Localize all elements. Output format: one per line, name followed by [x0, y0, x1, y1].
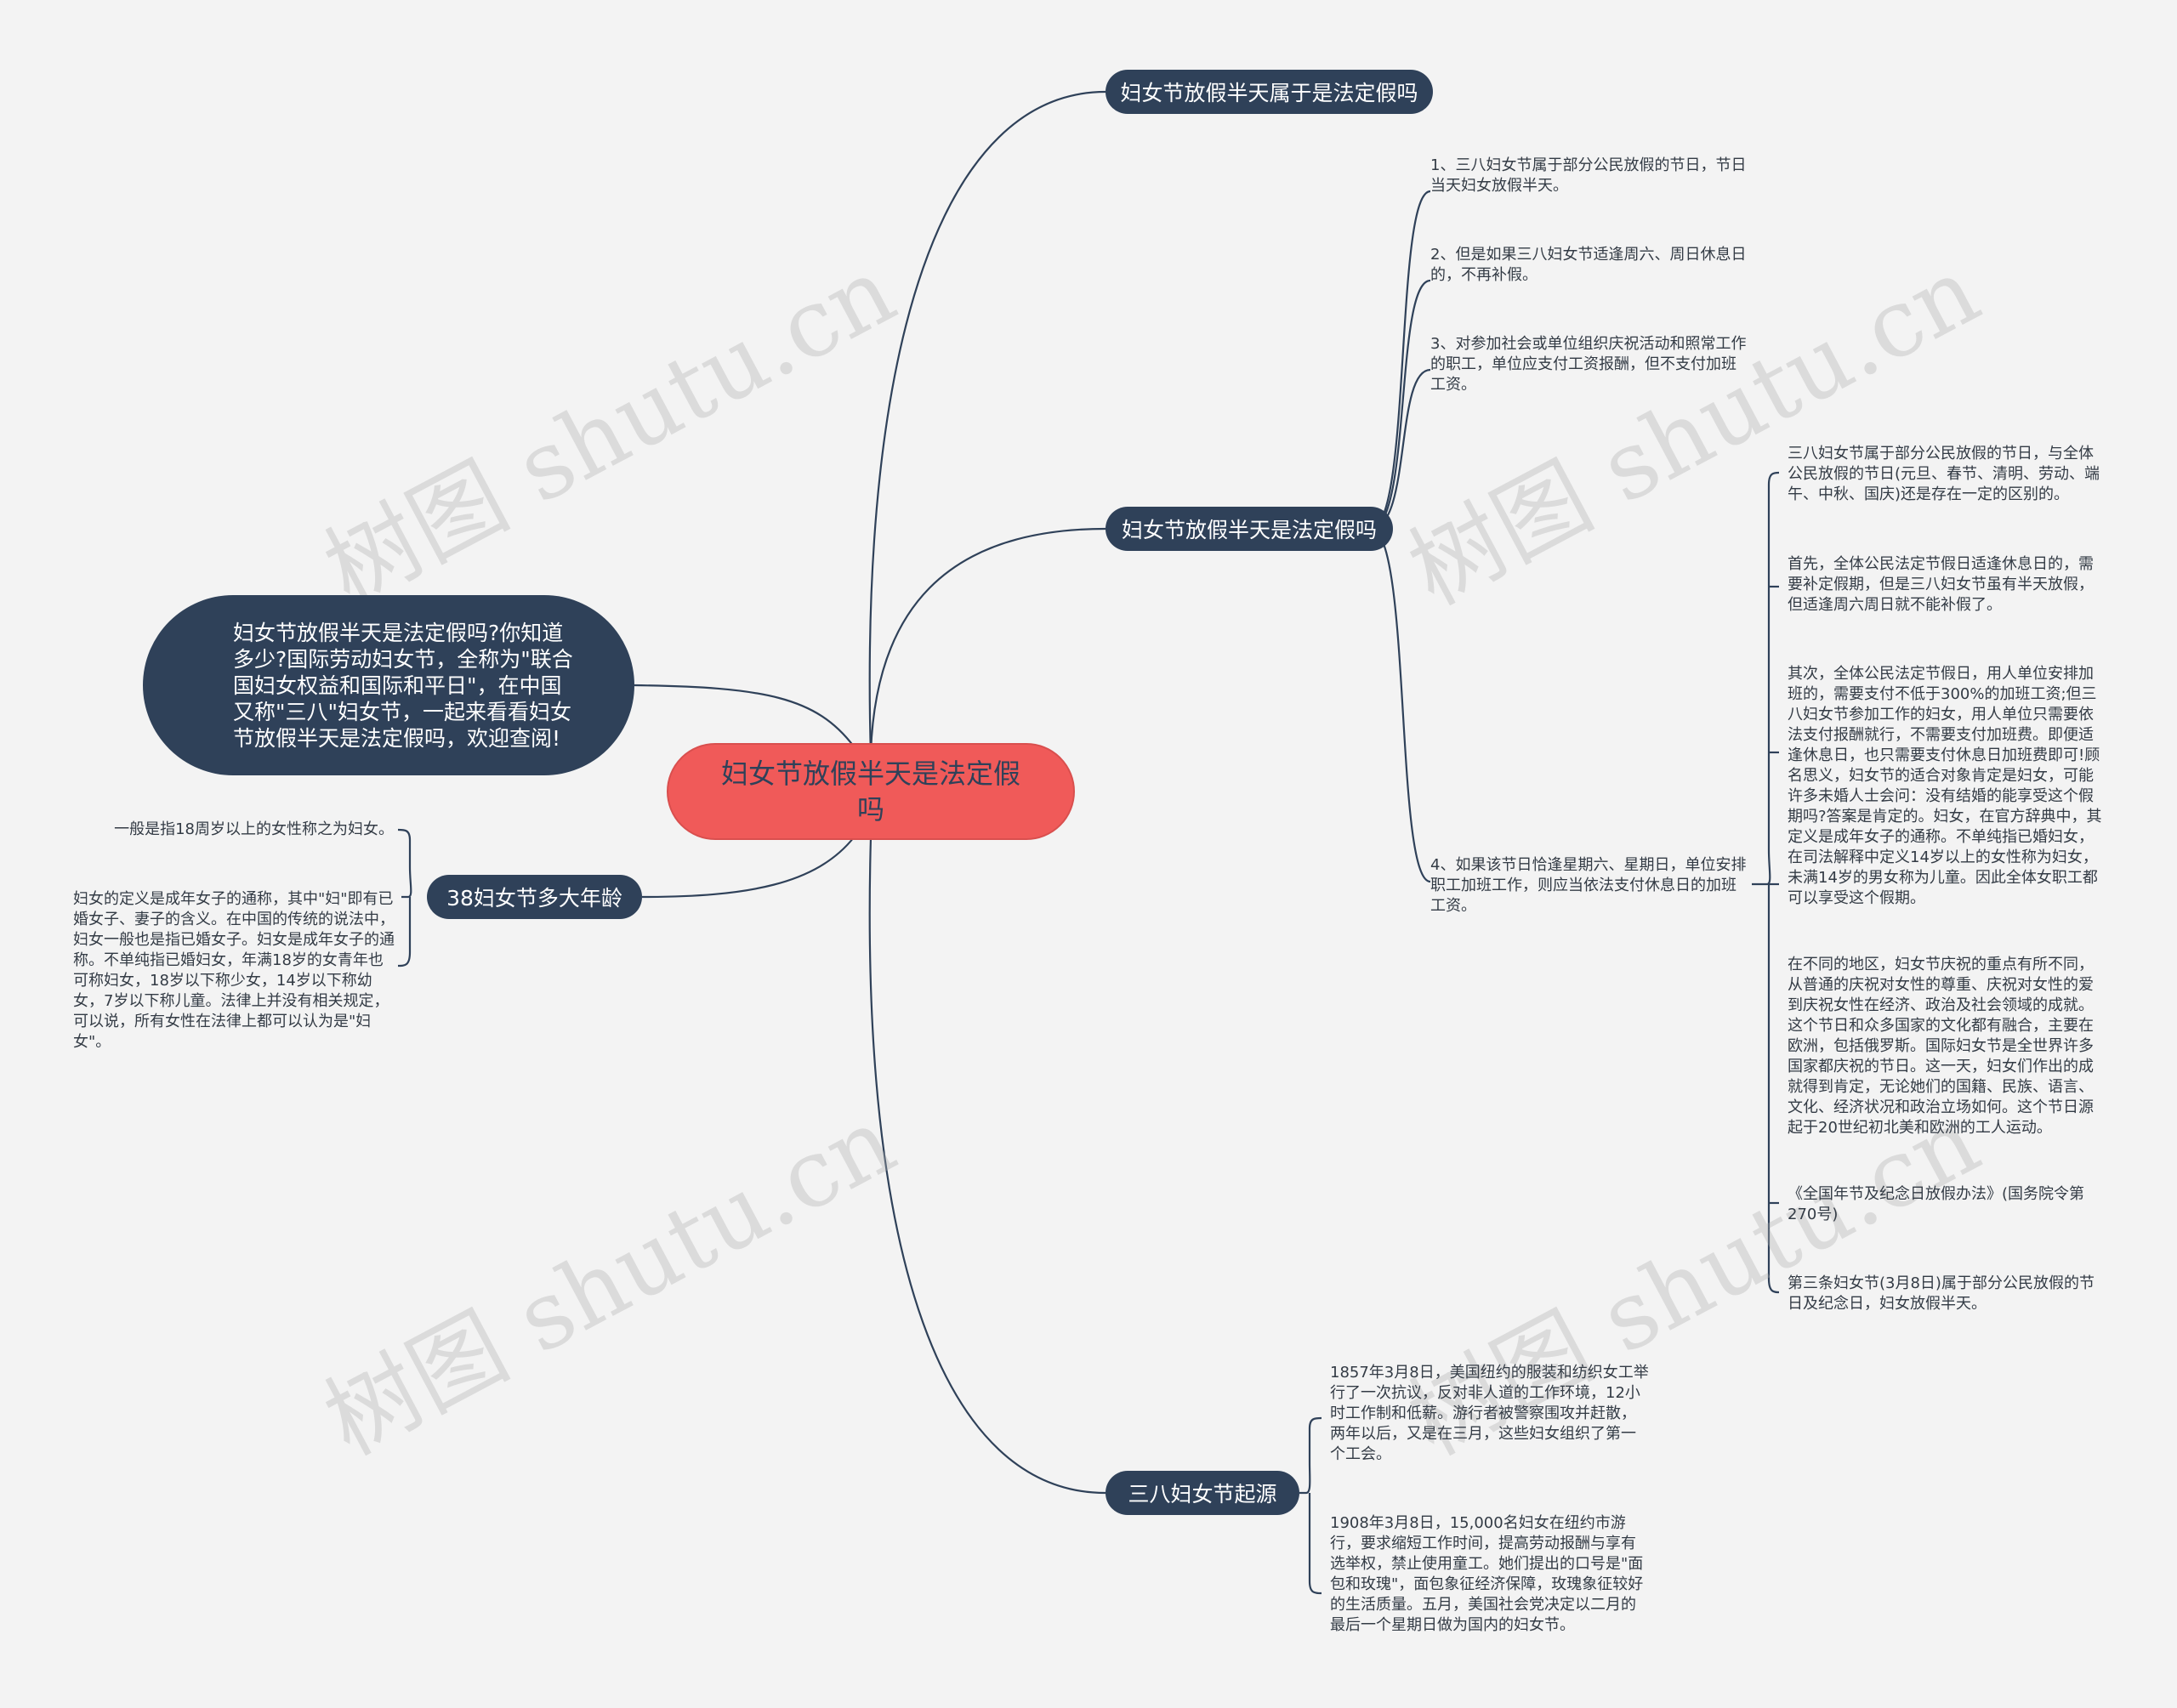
root-node[interactable]: 妇女节放假半天是法定假吗 — [667, 743, 1075, 840]
leaf-text: 妇女的定义是成年女子的通称，其中"妇"即有已婚女子、妻子的含义。在中国的传统的说… — [73, 890, 395, 1051]
leaf-text: 1857年3月8日，美国纽约的服装和纺织女工举行了一次抗议，反对非人道的工作环境… — [1330, 1364, 1649, 1463]
sub-leaf-text: 首先，全体公民法定节假日适逢休息日的，需要补定假期，但是三八妇女节虽有半天放假，… — [1788, 555, 2094, 614]
branch-node-holiday-legal[interactable]: 妇女节放假半天属于是法定假吗 — [1106, 70, 1433, 114]
leaf-text: 2、但是如果三八妇女节适逢周六、周日休息日的，不再补假。 — [1430, 246, 1747, 284]
link-b2-item1 — [1370, 190, 1431, 531]
link-b3-bracket — [397, 828, 412, 967]
sub-leaf-text: 第三条妇女节(3月8日)属于部分公民放假的节日及纪念日，妇女放假半天。 — [1788, 1274, 2095, 1313]
sub-leaf-text: 在不同的地区，妇女节庆祝的重点有所不同，从普通的庆祝对女性的尊重、庆祝对女性的爱… — [1788, 956, 2094, 1137]
link-item4-bracket — [1752, 471, 1780, 1294]
branch-node-age[interactable]: 38妇女节多大年龄 — [427, 875, 642, 919]
sub-leaf-text: 其次，全体公民法定节假日，用人单位安排加班的，需要支付不低于300%的加班工资;… — [1788, 665, 2102, 907]
link-root-b3 — [641, 837, 855, 899]
sub-leaf-text: 三八妇女节属于部分公民放假的节日，与全体公民放假的节日(元旦、春节、清明、劳动、… — [1788, 445, 2100, 503]
link-root-b4 — [868, 837, 1106, 1495]
leaf-text: 1908年3月8日，15,000名妇女在纽约市游行，要求缩短工作时间，提高劳动报… — [1330, 1514, 1644, 1634]
link-root-intro — [633, 684, 855, 747]
leaf-text: 3、对参加社会或单位组织庆祝活动和照常工作的职工，单位应支付工资报酬，但不支付加… — [1430, 335, 1747, 394]
branch-node-half-day-legal[interactable]: 妇女节放假半天是法定假吗 — [1106, 507, 1393, 551]
sub-leaf-text: 《全国年节及纪念日放假办法》(国务院令第270号) — [1788, 1185, 2085, 1223]
intro-node[interactable]: 妇女节放假半天是法定假吗?你知道多少?国际劳动妇女节，全称为"联合国妇女权益和国… — [143, 595, 634, 775]
leaf-text: 1、三八妇女节属于部分公民放假的节日，节日当天妇女放假半天。 — [1430, 156, 1747, 195]
link-b2-item4 — [1370, 527, 1431, 883]
link-root-b2 — [869, 527, 1106, 753]
link-b4-bracket — [1299, 1416, 1322, 1595]
leaf-text: 一般是指18周岁以上的女性称之为妇女。 — [114, 820, 394, 838]
link-root-b1 — [868, 90, 1106, 758]
leaf-text: 4、如果该节日恰逢星期六、星期日，单位安排职工加班工作，则应当依法支付休息日的加… — [1430, 856, 1747, 915]
branch-node-origin[interactable]: 三八妇女节起源 — [1106, 1471, 1299, 1515]
